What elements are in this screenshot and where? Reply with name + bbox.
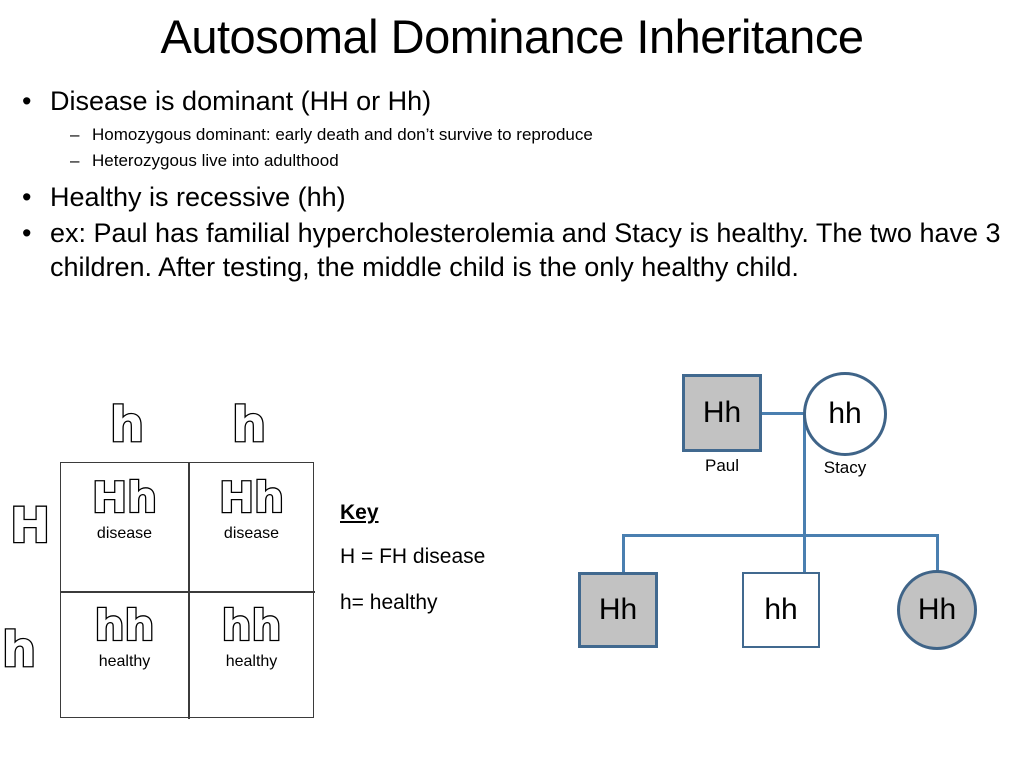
punnett-row-header-2: h <box>1 622 38 678</box>
key-line-dominant: H = FH disease <box>340 545 486 568</box>
key-title: Key <box>340 501 379 524</box>
bullet-text: Healthy is recessive (hh) <box>50 182 346 212</box>
sub-bullet-text: Homozygous dominant: early death and don… <box>92 125 593 144</box>
punnett-cell: hh healthy <box>188 591 315 719</box>
punnett-column-header-2: h <box>231 397 268 453</box>
pedigree-child-drop-line <box>803 534 806 572</box>
punnett-grid-horizontal-divider <box>61 591 315 593</box>
bullet-item-disease-dominant: • Disease is dominant (HH or Hh) <box>8 84 1018 118</box>
dash-marker-icon: – <box>70 125 80 144</box>
pedigree-genotype: Hh <box>917 593 957 626</box>
page-title: Autosomal Dominance Inheritance <box>160 10 864 63</box>
punnett-square: h h H h Hh disease Hh disease hh healthy… <box>0 385 330 730</box>
bullet-marker-icon: • <box>22 182 32 212</box>
punnett-cell-phenotype: disease <box>96 525 153 542</box>
pedigree-genotype: Hh <box>598 593 638 626</box>
key-legend: Key H = FH disease h= healthy <box>340 500 540 636</box>
bullet-text: ex: Paul has familial hypercholesterolem… <box>50 218 1001 282</box>
sub-bullet-group: – Homozygous dominant: early death and d… <box>8 122 1018 174</box>
punnett-cell-phenotype: healthy <box>98 653 151 670</box>
pedigree-child-drop-line <box>936 534 939 572</box>
punnett-cell-genotype: hh <box>220 601 282 650</box>
punnett-cell-genotype: hh <box>93 601 155 650</box>
pedigree-person-child-3[interactable]: Hh <box>897 570 977 650</box>
pedigree-label-paul: Paul <box>704 456 740 475</box>
sub-bullet-text: Heterozygous live into adulthood <box>92 151 339 170</box>
punnett-cell: Hh disease <box>61 463 188 591</box>
bullet-item-example: • ex: Paul has familial hypercholesterol… <box>8 216 1018 284</box>
pedigree-descent-line <box>803 412 806 535</box>
punnett-cell-phenotype: disease <box>223 525 280 542</box>
pedigree-person-stacy[interactable]: hh <box>803 372 887 456</box>
pedigree-genotype: hh <box>764 593 798 626</box>
punnett-cell: hh healthy <box>61 591 188 719</box>
bullet-text: Disease is dominant (HH or Hh) <box>50 86 432 116</box>
punnett-cell-genotype: Hh <box>218 473 286 522</box>
sub-bullet-item-heterozygous: – Heterozygous live into adulthood <box>8 148 1018 174</box>
bullet-marker-icon: • <box>22 86 32 116</box>
pedigree-chart: Hh Paul hh Stacy Hh hh Hh <box>560 360 1024 680</box>
sub-bullet-item-homozygous: – Homozygous dominant: early death and d… <box>8 122 1018 148</box>
pedigree-person-child-2[interactable]: hh <box>742 572 820 648</box>
bullet-list: • Disease is dominant (HH or Hh) – Homoz… <box>8 84 1018 286</box>
bullet-item-healthy-recessive: • Healthy is recessive (hh) <box>8 180 1018 214</box>
pedigree-child-drop-line <box>622 534 625 572</box>
bullet-marker-icon: • <box>22 218 32 248</box>
key-line-recessive: h= healthy <box>340 591 438 614</box>
pedigree-genotype: Hh <box>702 396 742 429</box>
punnett-cell-phenotype: healthy <box>225 653 278 670</box>
pedigree-genotype: hh <box>828 397 862 430</box>
punnett-row-header-1: H <box>9 498 52 554</box>
pedigree-sibship-line <box>622 534 938 537</box>
pedigree-label-stacy: Stacy <box>823 458 867 477</box>
dash-marker-icon: – <box>70 151 80 170</box>
punnett-column-header-1: h <box>109 397 146 453</box>
pedigree-person-paul[interactable]: Hh <box>682 374 762 452</box>
punnett-cell: Hh disease <box>188 463 315 591</box>
pedigree-person-child-1[interactable]: Hh <box>578 572 658 648</box>
punnett-cell-genotype: Hh <box>91 473 159 522</box>
punnett-grid: Hh disease Hh disease hh healthy hh heal… <box>60 462 315 719</box>
